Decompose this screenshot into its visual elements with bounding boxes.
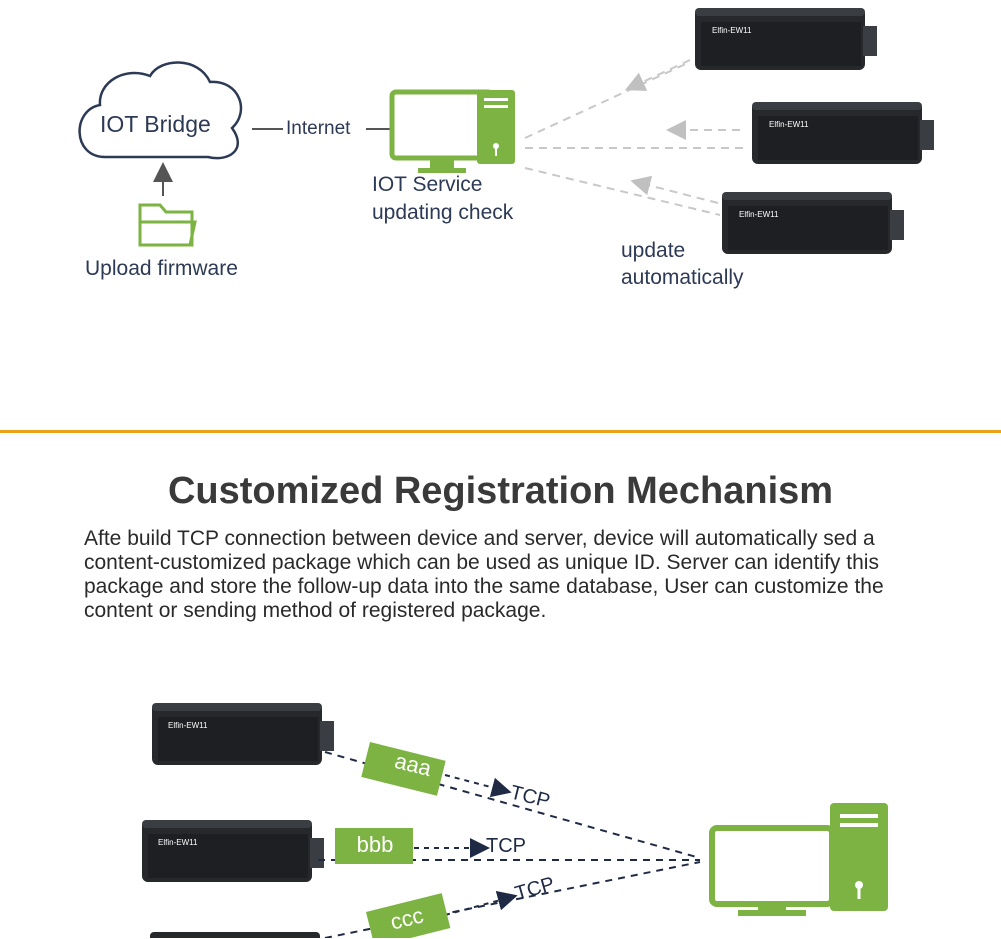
upload-firmware-label: Upload firmware bbox=[85, 257, 238, 280]
server-computer-icon-top bbox=[392, 90, 515, 173]
tcp-arrow-3 bbox=[444, 890, 518, 916]
package-tag-bbb bbox=[335, 828, 413, 864]
service-label-line1: IOT Service bbox=[372, 173, 483, 196]
iot-bridge-cloud bbox=[78, 61, 243, 160]
update-label-line2: automatically bbox=[621, 266, 744, 289]
device-top-2: Elfin-EW11 bbox=[752, 102, 934, 164]
section-title: Customized Registration Mechanism bbox=[167, 470, 834, 512]
device-label: Elfin-EW11 bbox=[168, 721, 208, 730]
device-label: Elfin-EW11 bbox=[769, 120, 809, 129]
folder-icon bbox=[138, 203, 197, 247]
package-bbb-label: bbb bbox=[356, 832, 394, 857]
section-paragraph: Afte build TCP connection between device… bbox=[84, 527, 884, 622]
update-label-line1: update bbox=[621, 239, 686, 262]
device-bottom-2: Elfin-EW11 bbox=[142, 820, 324, 882]
device-bottom-1: Elfin-EW11 bbox=[152, 703, 334, 765]
device-top-1: Elfin-EW11 bbox=[695, 8, 877, 70]
package-tag-aaa bbox=[361, 742, 446, 796]
device-bottom-3 bbox=[150, 932, 320, 938]
device-top-3: Elfin-EW11 bbox=[722, 192, 904, 254]
tcp-dashed-lines bbox=[318, 751, 701, 938]
server-computer-icon-bottom bbox=[709, 803, 888, 916]
section-divider bbox=[0, 430, 1001, 433]
update-dashed-lines bbox=[524, 61, 748, 216]
package-tag-ccc bbox=[366, 893, 451, 938]
device-label: Elfin-EW11 bbox=[158, 838, 198, 847]
device-label: Elfin-EW11 bbox=[712, 26, 752, 35]
tcp-label-2: TCP bbox=[486, 835, 526, 857]
device-label: Elfin-EW11 bbox=[739, 210, 779, 219]
internet-label: Internet bbox=[286, 118, 351, 139]
gray-arrow-1 bbox=[624, 59, 691, 91]
gray-arrow-3 bbox=[630, 175, 719, 204]
iot-bridge-label: IOT Bridge bbox=[100, 111, 211, 137]
service-label-line2: updating check bbox=[372, 201, 514, 224]
